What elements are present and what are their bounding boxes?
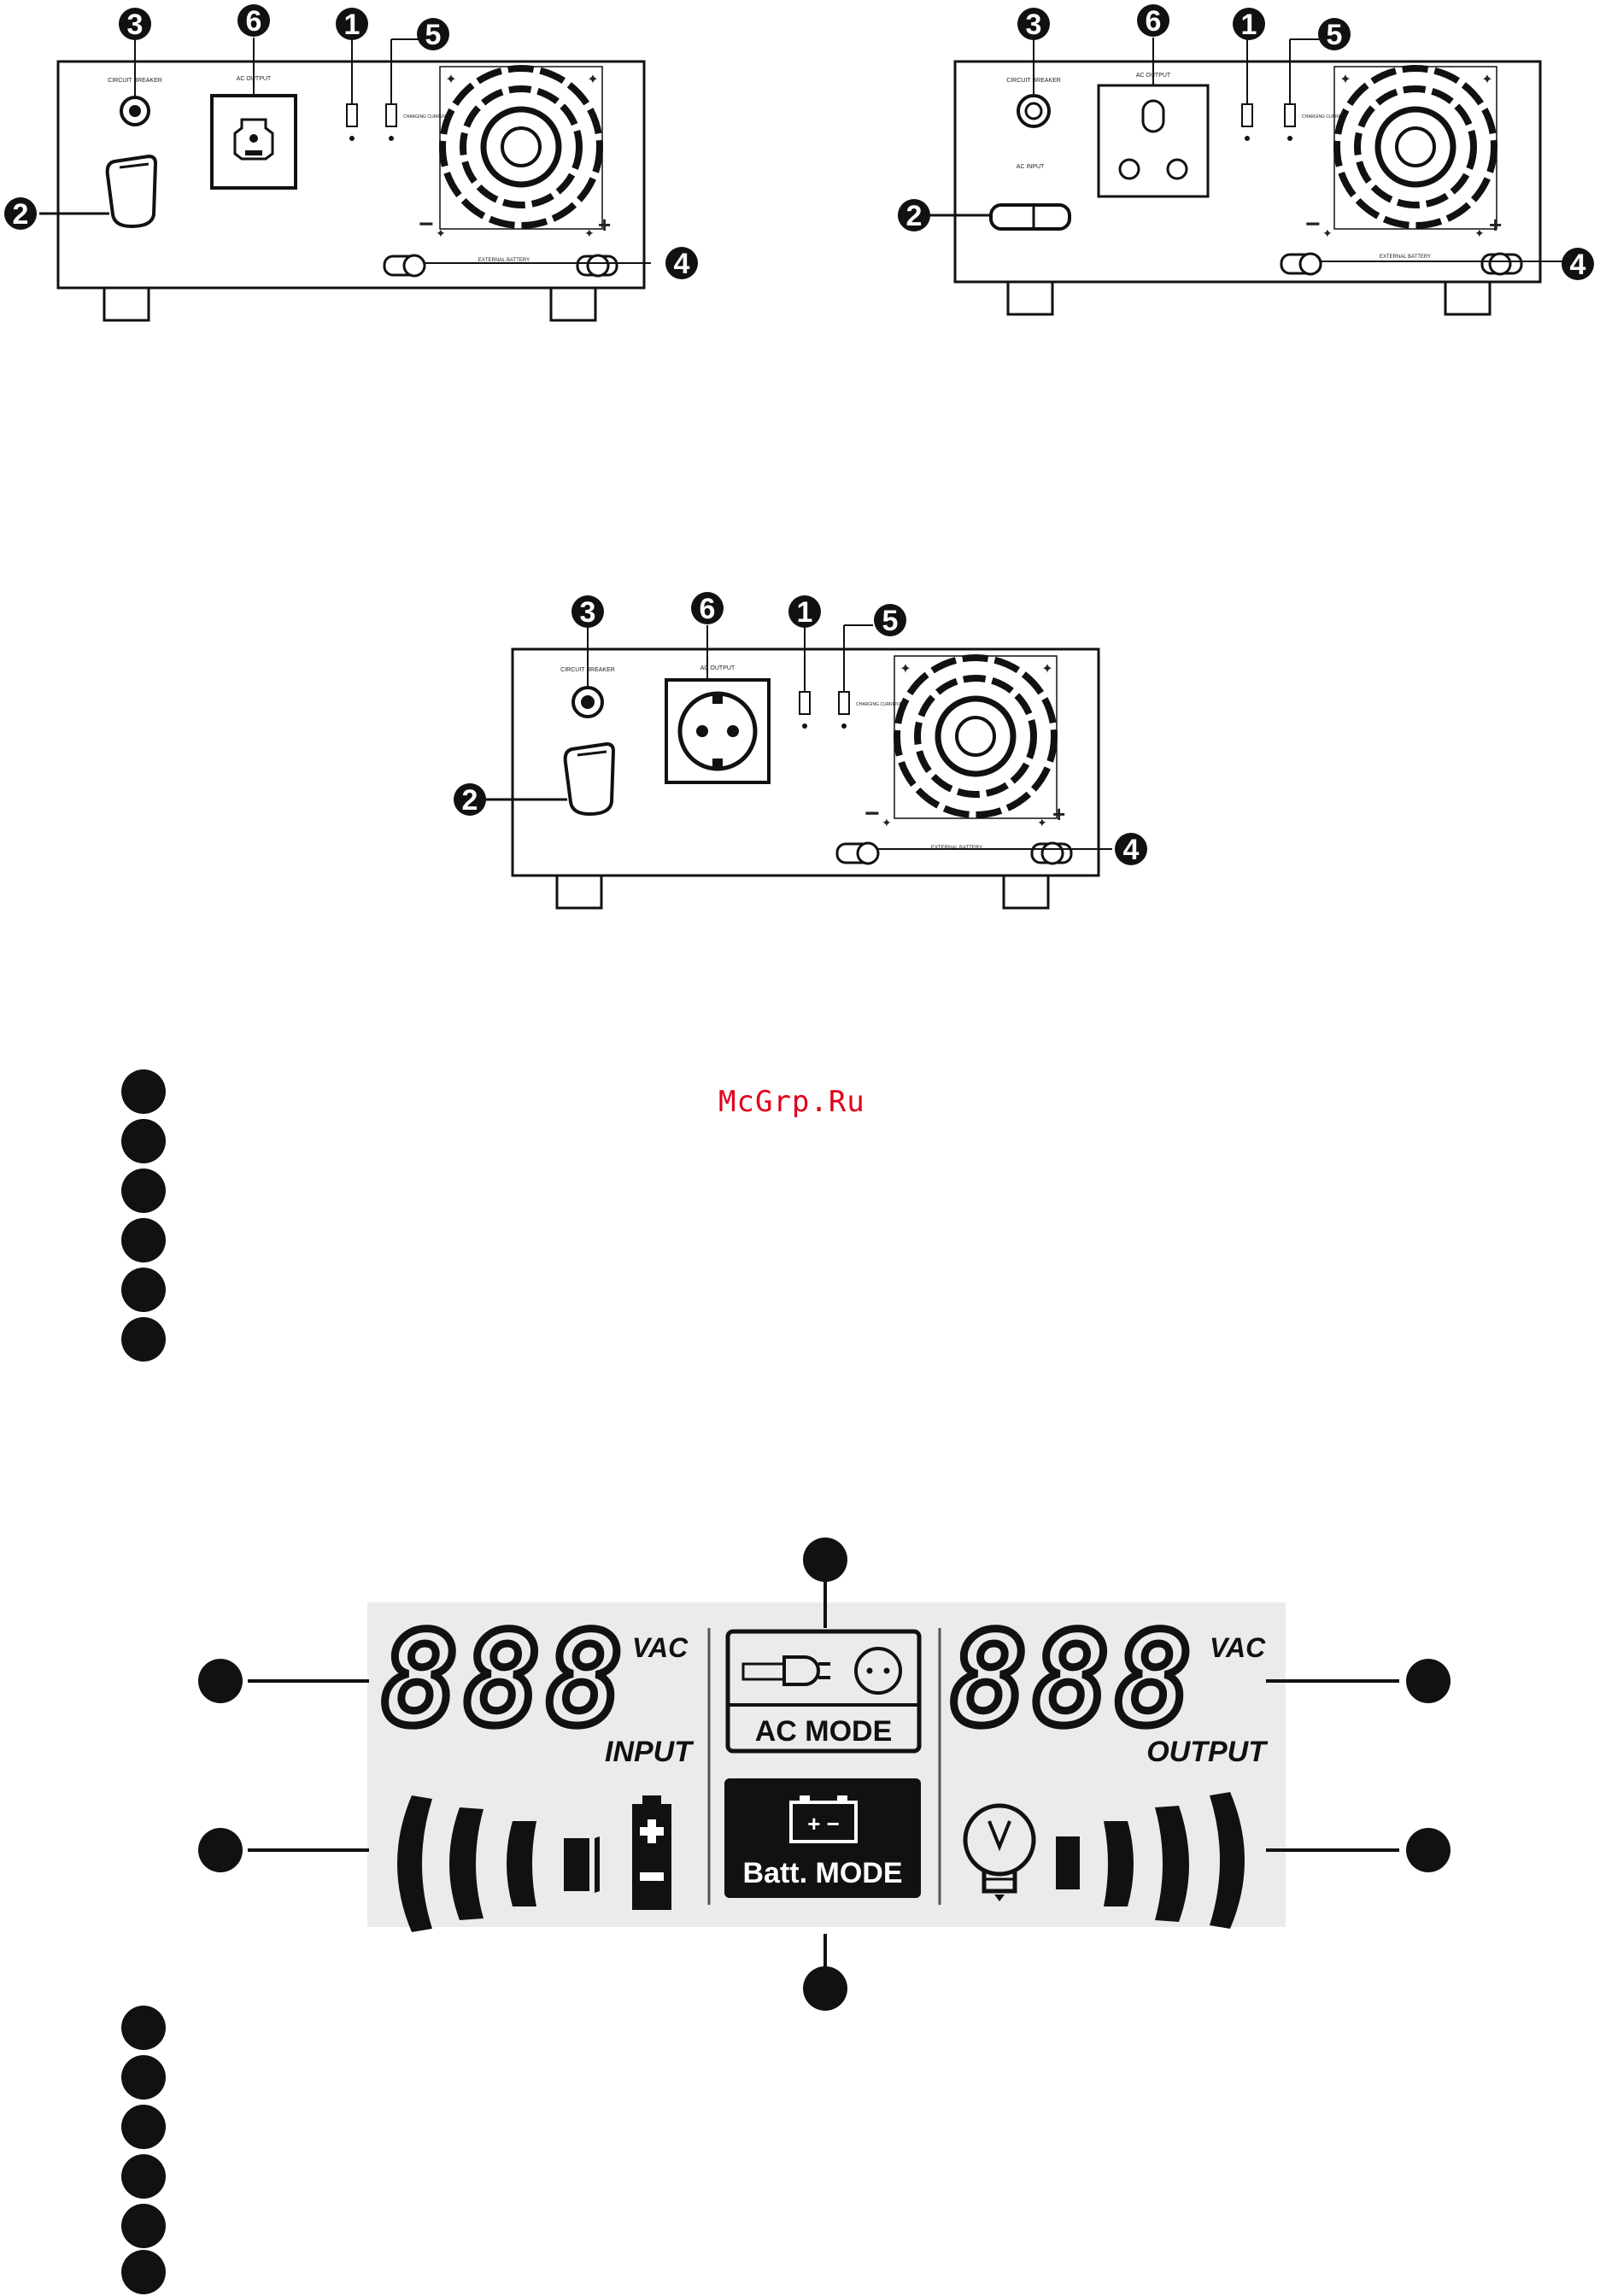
svg-text:✦: ✦ — [882, 816, 892, 829]
rear-panel-indian: CIRCUIT BREAKER AC OUTPUT CHARGING CURRE… — [898, 4, 1594, 316]
batt-mode-indicator: + − Batt. MODE — [724, 1778, 921, 1898]
list-bullet — [121, 2154, 166, 2199]
callout-6: 6 — [700, 593, 716, 625]
svg-text:✦: ✦ — [587, 73, 598, 87]
callout-2: 2 — [13, 198, 29, 231]
list-bullet — [121, 1168, 166, 1213]
rear-panel-universal: CIRCUIT BREAKER AC OUTPUT CHARGING CURRE… — [4, 4, 698, 322]
svg-text:✦: ✦ — [1474, 226, 1485, 240]
plus-symbol: + — [1052, 801, 1065, 827]
svg-text:✦: ✦ — [1481, 73, 1492, 87]
list-bullet — [121, 2006, 166, 2050]
callout-ac-mode — [803, 1538, 847, 1582]
callout-5: 5 — [882, 605, 899, 637]
battery-terminal-positive — [1030, 841, 1073, 865]
list-bullet — [121, 1119, 166, 1163]
list-bullet — [121, 1317, 166, 1362]
circuit-breaker — [1017, 94, 1051, 128]
callout-1: 1 — [797, 596, 813, 629]
battery-label: EXTERNAL BATTERY — [478, 258, 530, 263]
input-unit: VAC — [632, 1632, 689, 1663]
battery-terminal-negative — [1280, 252, 1322, 276]
input-label: INPUT — [605, 1736, 695, 1768]
output-voltage-digits: 888 — [950, 1606, 1197, 1754]
ac-mode-indicator: AC MODE — [725, 1629, 922, 1754]
battery-terminal-negative — [383, 254, 426, 278]
callout-3: 3 — [580, 596, 596, 629]
charging-label: CHARGING CURRENT — [856, 702, 901, 707]
callout-1: 1 — [344, 9, 360, 41]
svg-text:✦: ✦ — [584, 226, 595, 240]
list-bullet — [121, 1069, 166, 1114]
circuit-breaker — [120, 96, 150, 126]
fan-grille-icon: ✦ ✦ — [1333, 65, 1497, 230]
lightbulb-icon — [963, 1803, 1036, 1901]
list-bullet — [121, 2204, 166, 2248]
list-bullet — [121, 2055, 166, 2100]
callout-input-level — [198, 1828, 243, 1872]
fan-grille-icon: ✦ ✦ — [894, 654, 1058, 819]
fan-grille-icon: ✦ ✦ — [439, 65, 603, 230]
plug-icon — [741, 1655, 830, 1686]
charging-label: CHARGING CURRENT — [1302, 114, 1347, 120]
svg-text:✦: ✦ — [1322, 226, 1333, 240]
minus-symbol: − — [864, 800, 880, 828]
ac-input-cord — [105, 154, 158, 229]
list-bullet — [121, 2250, 166, 2294]
list-bullet — [121, 2105, 166, 2149]
callout-1: 1 — [1241, 9, 1257, 41]
callout-6: 6 — [246, 5, 262, 38]
callout-4: 4 — [1570, 249, 1586, 281]
minus-symbol: − — [1305, 210, 1321, 238]
plus-symbol: + — [1489, 212, 1502, 237]
battery-terminal-positive — [1480, 252, 1523, 276]
battery-terminal-negative — [835, 841, 880, 865]
callout-3: 3 — [1026, 9, 1042, 41]
ac-output-label: AC OUTPUT — [700, 665, 736, 671]
battery-label: EXTERNAL BATTERY — [1380, 255, 1431, 260]
callout-5: 5 — [425, 19, 442, 51]
input-level-bars — [397, 1795, 600, 1932]
ac-mode-label: AC MODE — [755, 1715, 893, 1748]
callout-output-voltage — [1406, 1659, 1451, 1703]
input-voltage-digits: 888 — [381, 1606, 628, 1754]
output-level-bars — [1056, 1792, 1245, 1929]
svg-text:✦: ✦ — [1339, 73, 1351, 87]
callout-4: 4 — [1123, 834, 1140, 866]
watermark: McGrp.Ru — [718, 1085, 865, 1119]
ac-input-cord — [989, 203, 1071, 231]
rear-panel-schuko: CIRCUIT BREAKER AC OUTPUT CHARGING CURRE… — [454, 592, 1147, 910]
svg-text:✦: ✦ — [1037, 816, 1047, 829]
battery-terminal-positive — [576, 254, 618, 278]
battery-icon — [789, 1795, 858, 1843]
svg-text:✦: ✦ — [1041, 662, 1052, 676]
callout-batt-mode — [803, 1966, 847, 2011]
list-bullet — [121, 1268, 166, 1312]
output-label: OUTPUT — [1146, 1736, 1269, 1768]
battery-icon — [632, 1795, 671, 1910]
minus-symbol: − — [419, 210, 434, 238]
ac-input-cord — [563, 741, 616, 817]
charging-label: CHARGING CURRENT — [403, 114, 448, 120]
callout-2: 2 — [906, 200, 923, 232]
circuit-breaker — [571, 686, 604, 718]
callout-3: 3 — [127, 9, 144, 41]
batt-mode-label: Batt. MODE — [743, 1857, 903, 1889]
svg-text:✦: ✦ — [445, 73, 456, 87]
outlet-icon — [854, 1647, 902, 1695]
callout-output-level — [1406, 1828, 1451, 1872]
list-bullet — [121, 1218, 166, 1262]
callout-input-voltage — [198, 1659, 243, 1703]
ac-input-label: AC INPUT — [1017, 164, 1045, 170]
callout-4: 4 — [674, 248, 690, 280]
batt-symbol: + − — [807, 1811, 840, 1836]
callout-5: 5 — [1327, 19, 1343, 51]
plus-symbol: + — [598, 212, 611, 237]
callout-2: 2 — [462, 784, 478, 817]
lcd-display-diagram: 888 VAC INPUT 888 VAC OUTPUT AC MODE + −… — [198, 1538, 1451, 2011]
output-unit: VAC — [1210, 1632, 1266, 1663]
svg-text:✦: ✦ — [900, 662, 911, 676]
svg-text:✦: ✦ — [436, 226, 446, 240]
callout-6: 6 — [1146, 5, 1162, 38]
